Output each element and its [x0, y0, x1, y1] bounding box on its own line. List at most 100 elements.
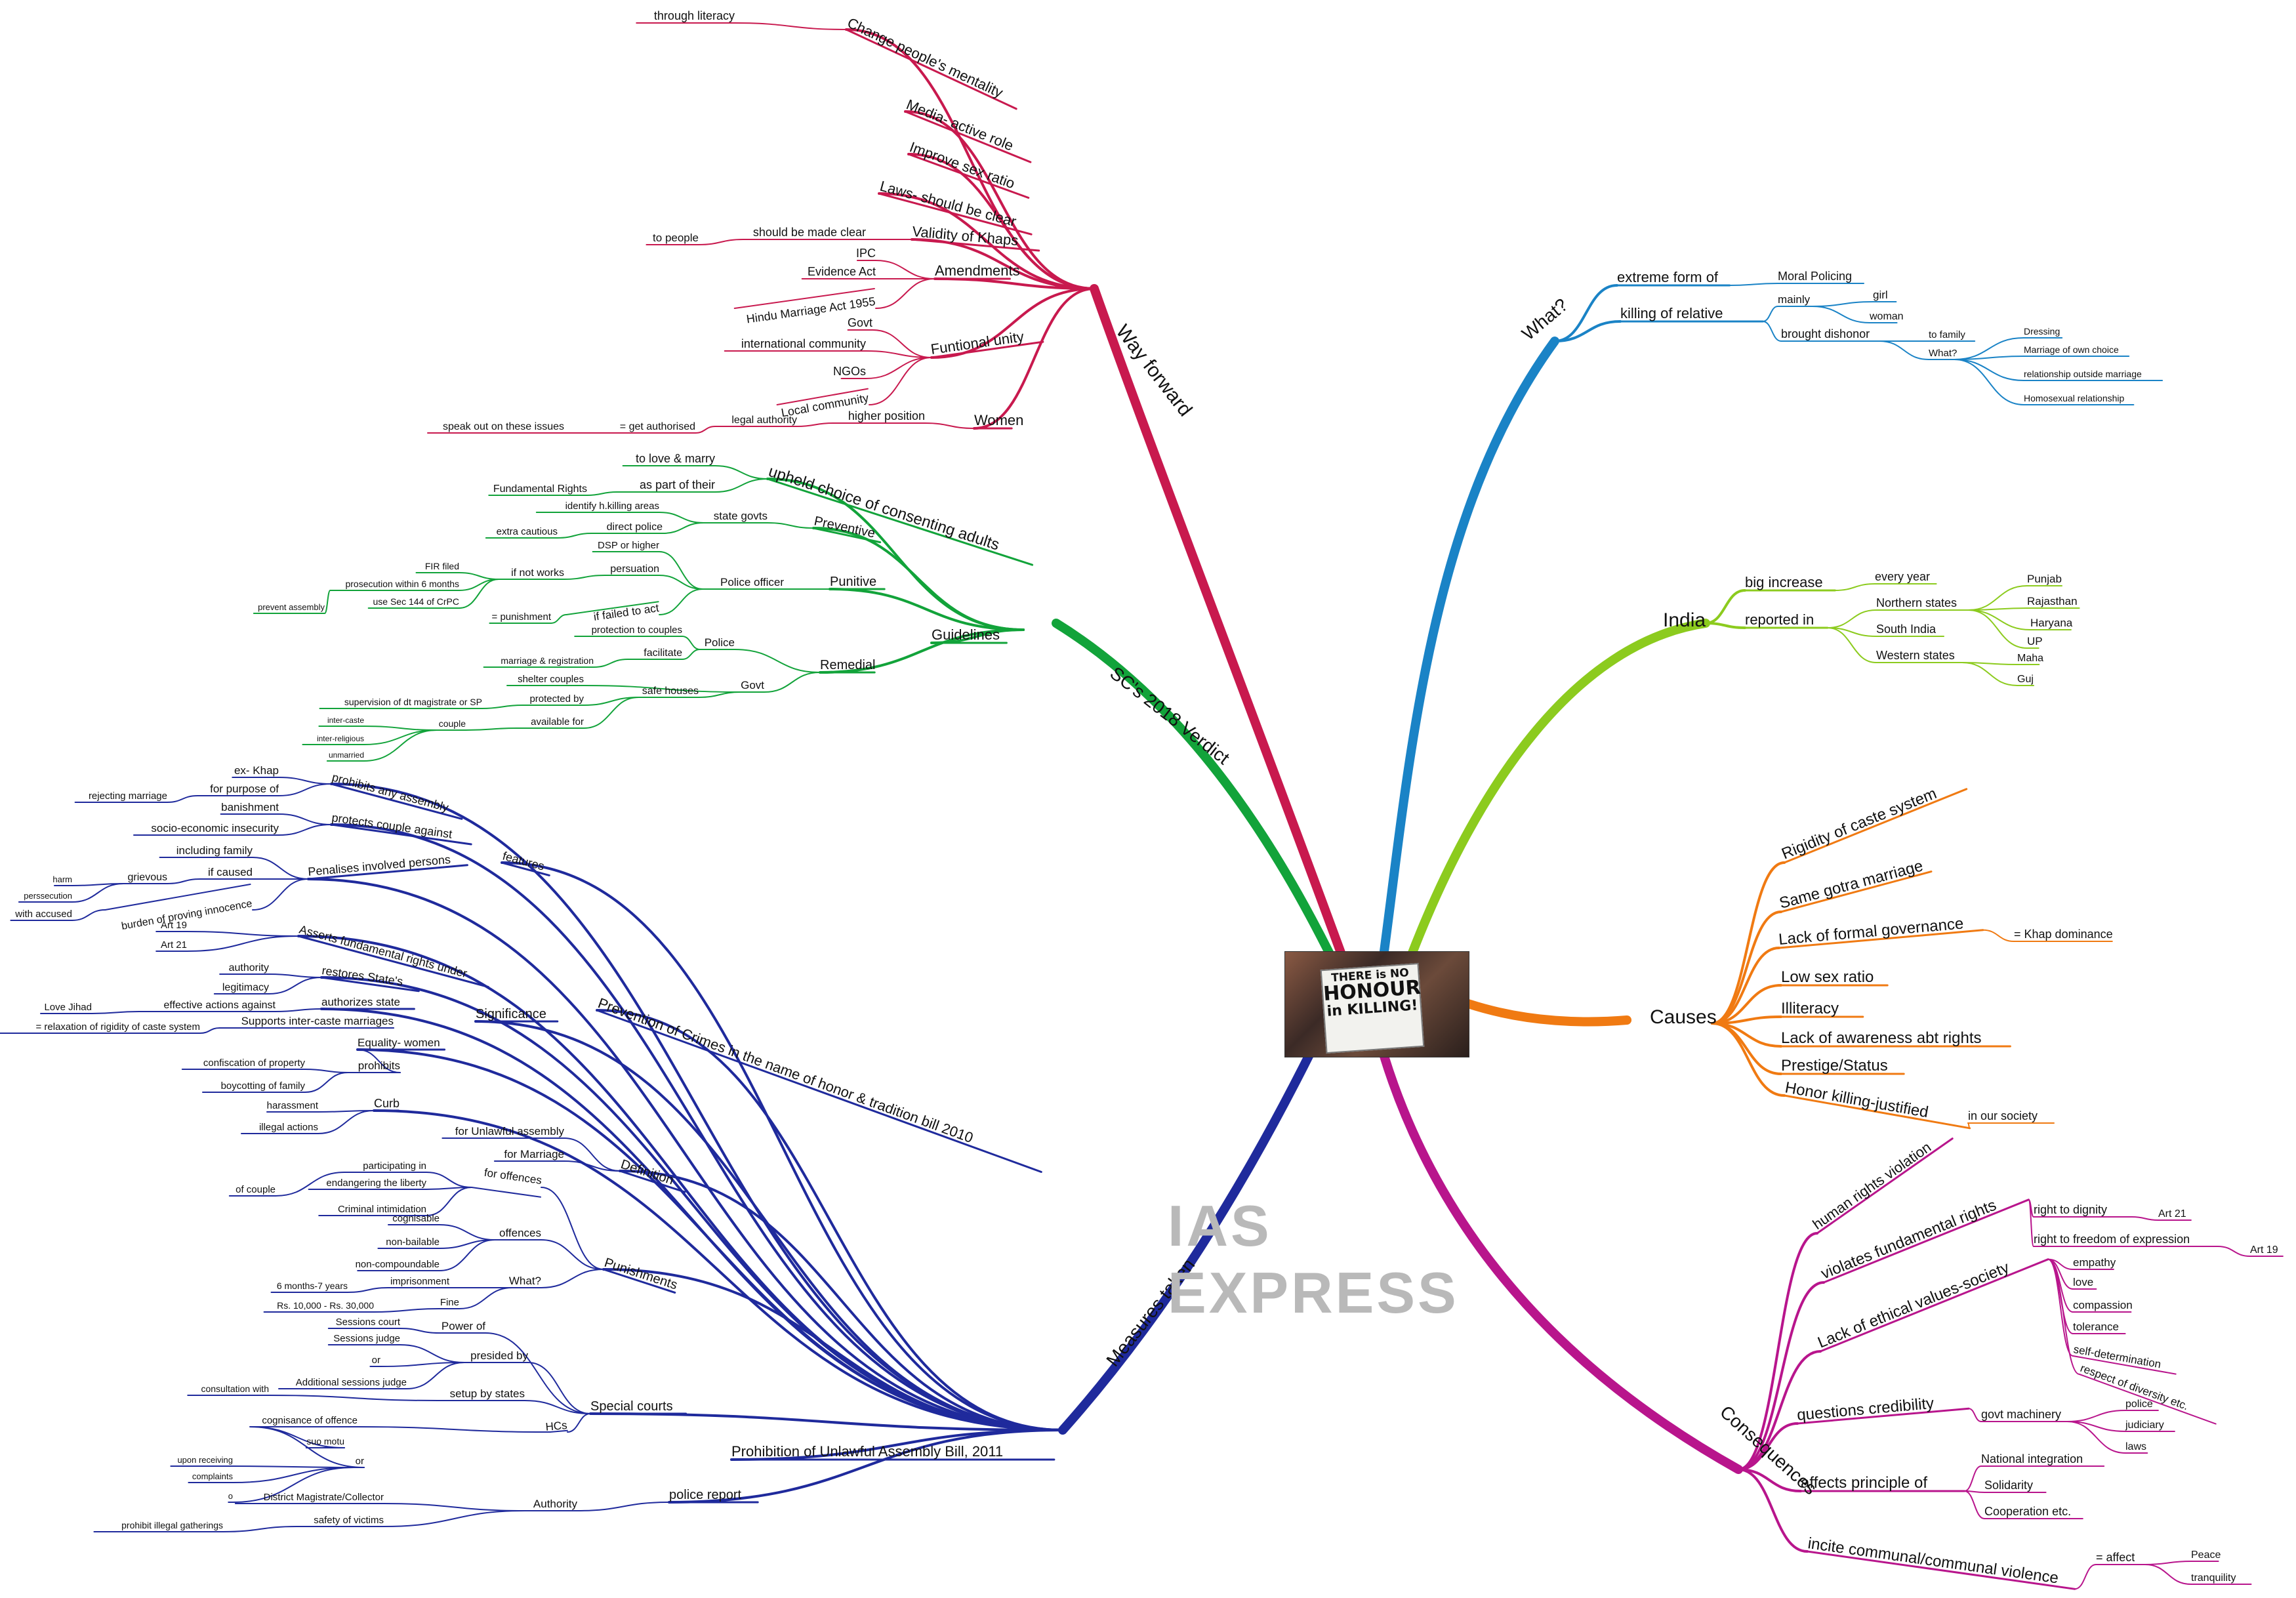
branch-measures-node: imprisonment	[390, 1276, 450, 1287]
branch-causes-node: Low sex ratio	[1781, 968, 1874, 986]
branch-measures-connector	[222, 1526, 298, 1532]
branch-measures-connector	[278, 813, 332, 825]
branch-what-node: Moral Policing	[1778, 270, 1852, 283]
branch-india-node: Punjab	[2027, 573, 2062, 585]
branch-measures-connector	[439, 1224, 496, 1240]
branch-measures-node: District Magistrate/Collector	[264, 1492, 384, 1503]
branch-measures-connector	[357, 1426, 551, 1433]
branch-way_forward-node: should be made clear	[753, 226, 866, 239]
branch-measures-connector	[278, 777, 332, 785]
branch-measures-node: Rs. 10,000 - Rs. 30,000	[277, 1300, 374, 1311]
branch-verdict-node: to love & marry	[636, 452, 715, 465]
branch-consequences-node: Art 19	[2250, 1244, 2278, 1256]
branch-way_forward-connector	[865, 357, 932, 379]
branch-verdict-node: inter-religious	[317, 734, 364, 743]
branch-measures-connector	[400, 1328, 440, 1334]
branch-way_forward-underline	[776, 388, 869, 405]
branch-consequences-node: empathy	[2073, 1256, 2116, 1269]
branch-measures-node: including family	[176, 844, 253, 857]
branch-measures-node: o	[228, 1491, 233, 1501]
branch-measures-connector	[167, 878, 201, 884]
branch-measures-node: Curb	[374, 1097, 400, 1110]
branch-measures-connector	[619, 1170, 1064, 1431]
branch-way_forward-node: Amendments	[935, 262, 1020, 279]
branch-verdict-node: protection to couples	[592, 625, 682, 636]
branch-consequences-connector	[2144, 1561, 2192, 1565]
branch-what-connector	[1878, 340, 1929, 360]
branch-india-node: South India	[1876, 623, 1937, 636]
branch-measures-underline	[619, 1170, 686, 1193]
branch-consequences-node: love	[2073, 1276, 2093, 1288]
branch-measures-node: authorizes state	[321, 996, 400, 1008]
branch-causes-label: Causes	[1650, 1006, 1717, 1028]
branch-india-connector	[1967, 585, 2028, 611]
branch-measures-connector	[304, 1069, 349, 1073]
branch-measures-node: Love Jihad	[44, 1002, 92, 1013]
branch-causes-connector	[1711, 1022, 1782, 1075]
branch-india-connector	[1826, 627, 1877, 663]
branch-consequences-node: judiciary	[2125, 1420, 2164, 1431]
branch-way_forward-underline	[904, 110, 1032, 163]
branch-measures-connector	[380, 1362, 465, 1367]
branch-what-node: mainly	[1778, 293, 1811, 306]
branch-consequences-node: Cooperation etc.	[1984, 1505, 2071, 1518]
branch-measures-connector	[406, 1362, 465, 1389]
branch-measures-connector	[383, 1510, 526, 1527]
branch-way_forward-connector	[869, 357, 932, 405]
branch-verdict-node: state govts	[714, 510, 768, 522]
branch-way_forward-connector	[911, 238, 1096, 290]
branch-way_forward-node: IPC	[856, 247, 876, 260]
branch-verdict-connector	[363, 726, 438, 731]
branch-way_forward-connector	[973, 287, 1096, 430]
branch-measures-connector	[567, 1413, 591, 1433]
branch-measures-underline	[596, 1009, 1042, 1173]
branch-measures-node: = relaxation of rigidity of caste system	[35, 1021, 200, 1033]
branch-measures-node: Additional sessions judge	[296, 1377, 407, 1388]
branch-measures-node: Criminal intimidation	[338, 1204, 426, 1215]
branch-measures-connector	[373, 1308, 440, 1313]
branch-verdict-connector	[659, 575, 704, 590]
branch-measures-node: HCs	[545, 1419, 568, 1433]
branch-india-connector	[1834, 583, 1876, 591]
branch-way_forward-node: Women	[974, 412, 1023, 428]
branch-consequences-node: human rights violation	[1810, 1139, 1935, 1233]
branch-causes-node: Rigidity of caste system	[1779, 785, 1939, 863]
branch-measures-node: for purpose of	[210, 783, 279, 795]
branch-causes-node: in our society	[1968, 1109, 2038, 1122]
branch-measures-connector	[577, 1502, 670, 1511]
branch-measures-node: illegal actions	[259, 1122, 318, 1133]
branch-consequences-node: govt machinery	[1981, 1408, 2061, 1421]
branch-measures-connector	[439, 1239, 496, 1271]
branch-what-connector	[1553, 284, 1618, 342]
branch-measures-connector	[564, 1160, 621, 1172]
branch-measures-underline	[297, 935, 489, 988]
branch-measures-connector	[268, 1395, 439, 1401]
branch-verdict-node: Remedial	[820, 658, 875, 672]
branch-measures-connector	[347, 1287, 389, 1293]
branch-consequences-connector	[2131, 1216, 2159, 1221]
branch-way_forward-connector	[930, 287, 1096, 359]
branch-measures-connector	[275, 1008, 322, 1012]
branch-way_forward-node: international community	[741, 337, 866, 350]
branch-measures-node: harm	[52, 874, 72, 884]
branch-measures-connector	[186, 931, 299, 937]
branch-measures-connector	[72, 909, 106, 921]
branch-way_forward-connector	[698, 239, 744, 245]
branch-india-node: Western states	[1876, 649, 1955, 662]
branch-measures-connector	[426, 1187, 472, 1216]
branch-what-node: to family	[1929, 329, 1965, 340]
branch-causes-underline	[1780, 871, 1933, 913]
branch-verdict-connector	[363, 729, 438, 745]
branch-causes-node: Lack of formal governance	[1778, 914, 1964, 949]
branch-measures-connector	[252, 857, 309, 880]
branch-consequences-underline	[2072, 1355, 2177, 1375]
branch-measures-node: consultation with	[201, 1383, 269, 1394]
branch-way_forward-connector	[875, 278, 935, 309]
branch-verdict-connector	[465, 727, 518, 731]
branch-measures-connector	[589, 1412, 1064, 1431]
branch-verdict-node: = punishment	[492, 611, 552, 623]
branch-verdict-connector	[659, 551, 704, 590]
branch-measures-node: Equality- women	[358, 1036, 440, 1049]
branch-verdict-node: Police officer	[720, 576, 784, 588]
branch-way_forward-connector	[933, 277, 1096, 290]
